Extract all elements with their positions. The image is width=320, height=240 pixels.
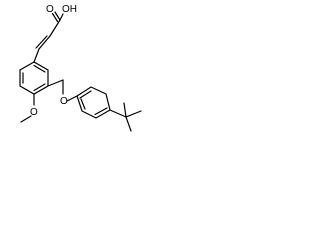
bond-quaternary-methyl-2 <box>125 116 132 132</box>
bond-methoxy-o-ch3 <box>20 115 32 123</box>
left-ring-outline <box>19 61 49 95</box>
left-ring-inner-bond-2 <box>33 83 46 92</box>
bond-ring-ch2 <box>47 79 64 87</box>
carbonyl-oxygen-label: O <box>46 4 54 15</box>
carboxylic-acid-group <box>49 11 64 37</box>
left-aromatic-ring <box>19 61 49 95</box>
bond-c1-hydroxyl <box>59 13 64 21</box>
bond-c1-carbonyl-1 <box>54 11 61 21</box>
bond-c1-c2 <box>49 19 61 37</box>
methoxy-group: O <box>20 93 38 123</box>
ether-oxygen-label: O <box>60 96 68 107</box>
bond-quaternary-methyl-1 <box>125 110 142 118</box>
bond-ring-quaternary-c <box>109 109 127 118</box>
bond-c2-c3-second <box>35 35 48 49</box>
right-ring-inner-bond-1 <box>79 90 92 99</box>
right-ring-inner-bond-3 <box>80 98 86 110</box>
left-ring-inner-bond-3 <box>33 64 46 73</box>
vinyl-linker <box>33 35 51 63</box>
chemical-structure-diagram: O O OH O <box>19 4 142 132</box>
bond-c3-ring <box>33 48 40 63</box>
bond-c1-carbonyl-2 <box>51 12 59 23</box>
right-ring-inner-bond-2 <box>94 107 108 116</box>
methoxy-oxygen-label: O <box>30 107 38 118</box>
bond-ether-o-ring <box>66 95 78 102</box>
benzyl-ether-linker: O <box>47 79 78 107</box>
bond-quaternary-methyl-3 <box>123 102 127 118</box>
bond-c2-c3 <box>38 35 51 50</box>
hydroxyl-label: OH <box>62 4 77 15</box>
right-aromatic-ring <box>76 86 111 119</box>
tert-butyl-group <box>109 102 142 132</box>
